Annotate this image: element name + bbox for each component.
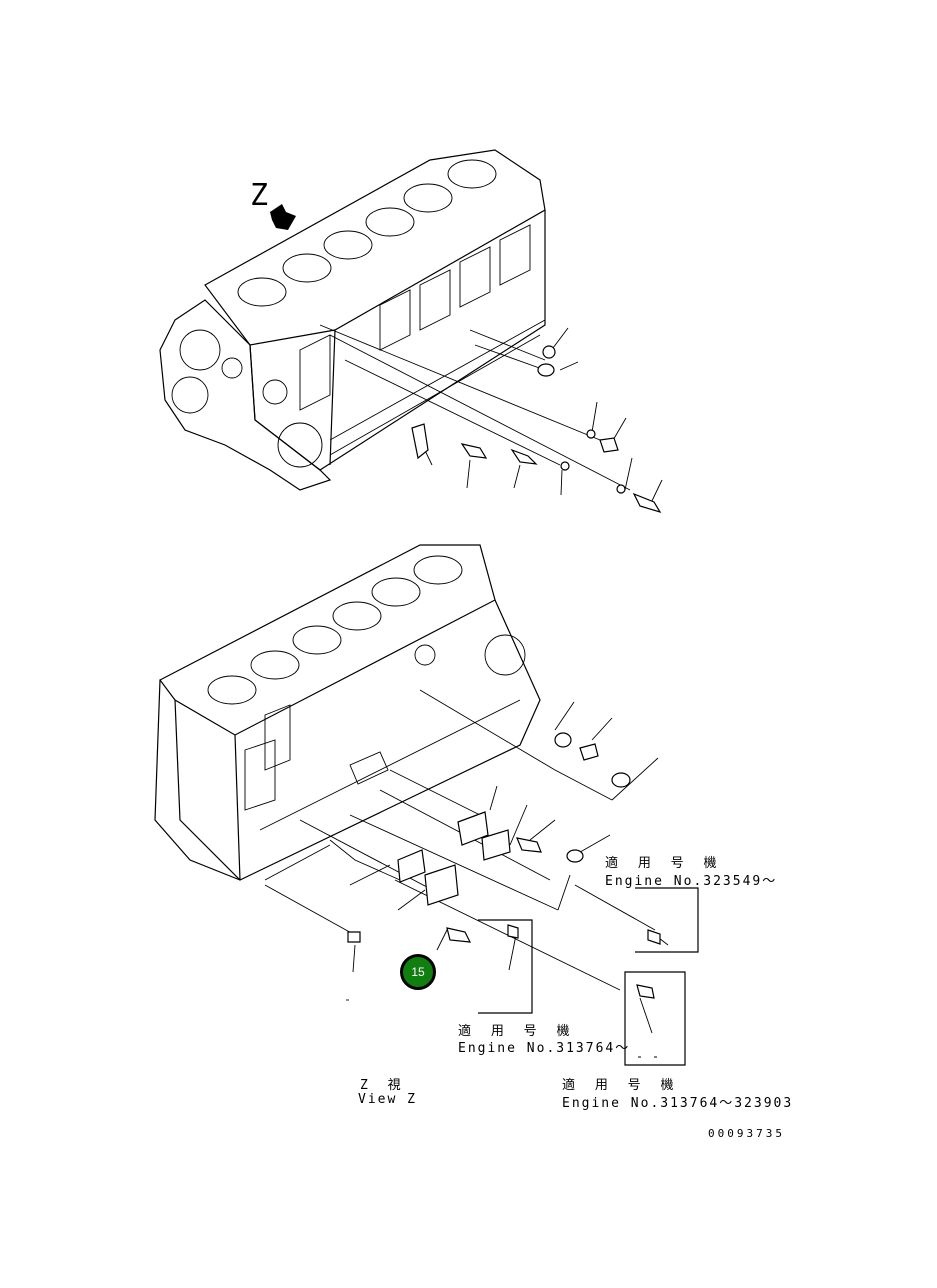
engine-block-bottom [154,544,699,1066]
view-caption-en: View Z [358,1092,417,1107]
note-1-engine-range: Engine No.323549～ [605,874,778,889]
part-callout-15[interactable]: 15 [400,954,436,990]
note-3-applicable-jp: 適 用 号 機 [562,1078,680,1093]
note-1-applicable-jp: 適 用 号 機 [605,856,723,871]
note-2-engine-range: Engine No.313764～ [458,1041,631,1056]
view-caption-jp: Z 視 [360,1078,407,1093]
engine-block-top [159,149,663,514]
document-number: 00093735 [708,1127,785,1140]
note-3-engine-range: Engine No.313764～323903 [562,1096,794,1111]
arrow-down-right-icon [270,204,296,230]
view-z-marker: Z [250,178,269,213]
note-2-applicable-jp: 適 用 号 機 [458,1024,576,1039]
